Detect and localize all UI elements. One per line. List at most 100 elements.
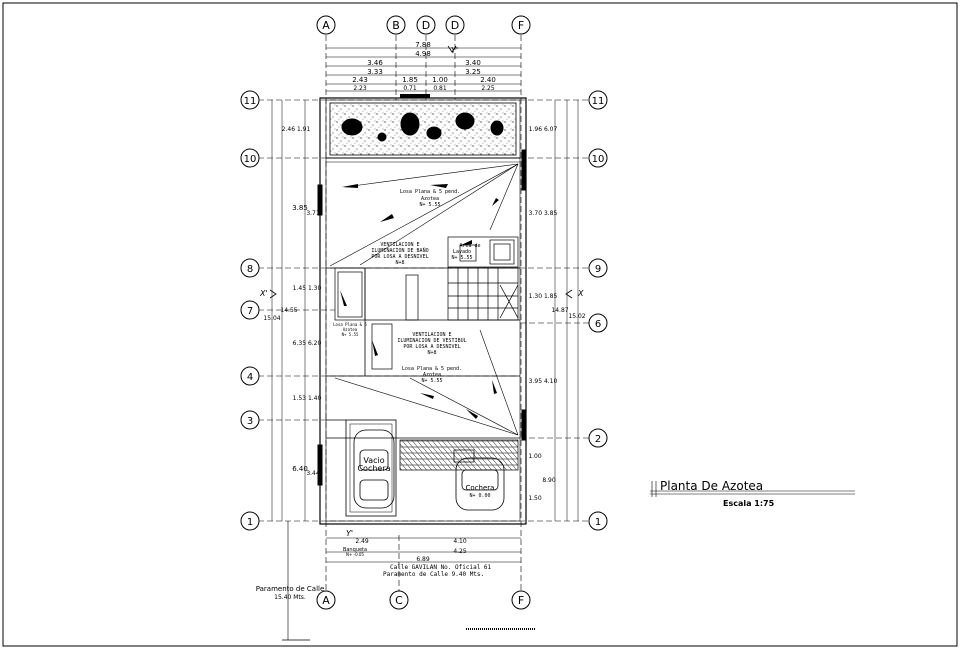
dim-text: 14.55 — [280, 307, 297, 314]
grid-label: 1 — [247, 517, 253, 528]
grid-label: C — [395, 594, 403, 607]
car-icon — [353, 429, 395, 509]
room-label: Losa Plana & 5 pend. — [400, 189, 460, 195]
room-label: Lavado — [453, 249, 471, 255]
room-label: N+8 — [395, 260, 404, 266]
grid-bubble-10-left — [240, 148, 260, 168]
grid-bubble-11-left — [240, 90, 260, 110]
downspout — [521, 149, 527, 191]
drawing-scale: Escala 1:75 — [723, 499, 775, 508]
street-label: Paramento de Calle 9.40 Mts. — [383, 571, 484, 578]
grid-top: A B D D F — [316, 15, 531, 600]
grid-label: A — [322, 594, 330, 607]
dim-text: 15.02 — [568, 313, 585, 320]
dim-text: 4.98 — [415, 50, 431, 58]
grid-bubble-1-right — [588, 511, 608, 531]
top-dimensions: 7.88 4.98 3.46 3.33 3.40 3.25 2.43 2.23 … — [326, 41, 521, 92]
room-label: Losa Plana & 5 pend. — [402, 366, 462, 372]
room-label: Azotea — [343, 327, 358, 332]
dim-text: 3.71 — [306, 210, 320, 217]
grid-bubble-D1-top — [416, 15, 436, 35]
grid-label: 8 — [247, 264, 253, 275]
dim-text: 0.71 — [403, 85, 417, 92]
room-label: VENTILACION E — [412, 332, 451, 338]
dim-text: 2.46 1.91 — [282, 126, 311, 133]
grid-bubble-B-top — [386, 15, 406, 35]
grid-bubble-7-left — [240, 300, 260, 320]
dim-text: 3.95 4.10 — [529, 378, 558, 385]
grid-bubble-6-right — [588, 313, 608, 333]
grid-bubble-D2-top — [445, 15, 465, 35]
grid-label: 9 — [595, 264, 601, 275]
grid-bubble-3-left — [240, 410, 260, 430]
room-label: Azotea — [421, 196, 439, 202]
room-label: N+ 0.00 — [469, 493, 490, 499]
grid-label: D — [422, 19, 430, 32]
downspout — [317, 184, 323, 216]
grid-bubble-11-right — [588, 90, 608, 110]
dim-text: 3.25 — [465, 68, 481, 76]
dim-text: 3.33 — [367, 68, 383, 76]
grid-label: F — [518, 594, 524, 607]
axis-mark-y-top: Y' — [451, 46, 458, 55]
dim-text: 6.35 6.20 — [293, 340, 322, 347]
grid-right: 11 10 9 6 2 1 — [588, 90, 608, 531]
dim-text: 1.50 — [528, 495, 542, 502]
dim-text: 1.96 6.07 — [529, 126, 558, 133]
car-icon — [455, 457, 505, 511]
grid-label: D — [451, 19, 459, 32]
room-label: N+ 5.55 — [419, 202, 440, 208]
grid-bottom: A C F — [316, 535, 531, 610]
axis-mark-x-right: X — [577, 289, 584, 298]
stair-block — [334, 267, 519, 321]
room-label: Azotea — [423, 372, 441, 378]
room-label: Area de — [459, 243, 480, 249]
room-label: Losa Plana & 5 — [333, 322, 367, 327]
slope-arrow-marks-lower — [340, 290, 497, 419]
room-label: Vacio — [363, 456, 384, 465]
street-label: Banqueta — [343, 547, 367, 553]
brick-strip — [399, 439, 519, 471]
dim-text: 14.87 — [551, 307, 568, 314]
title-block: Planta De Azotea Escala 1:75 — [650, 479, 855, 508]
grid-label: 11 — [592, 96, 605, 107]
street-label: N+ -0.05 — [346, 552, 364, 557]
slope-lines-upper — [329, 163, 519, 267]
grid-label: 11 — [244, 96, 257, 107]
dim-text: 2.23 — [353, 85, 367, 92]
room-label: Cochera — [357, 464, 390, 473]
room-label: POR LOSA A DESNIVEL — [403, 344, 460, 350]
dim-text: 2.43 — [352, 76, 368, 84]
grid-label: 1 — [595, 517, 601, 528]
downspout — [521, 409, 527, 441]
room-label: Cochera — [466, 484, 495, 492]
grid-bubble-8-left — [240, 258, 260, 278]
grid-bubble-10-right — [588, 148, 608, 168]
axis-mark-y-bottom: Y' — [346, 529, 353, 538]
dim-text: 4.10 — [453, 538, 467, 545]
drawing-title: Planta De Azotea — [660, 479, 763, 493]
grid-bubble-C-bottom — [389, 590, 409, 610]
room-label: VENTILACION E — [380, 242, 419, 248]
grid-bubble-F-top — [511, 15, 531, 35]
grid-bubble-2-right — [588, 428, 608, 448]
dim-text: 3.85 — [292, 204, 308, 212]
axis-mark-x-left: X' — [259, 289, 268, 298]
room-label: N+ 5.55 — [421, 378, 442, 384]
street-label: Paramento de Calle — [256, 585, 325, 593]
dim-text: 1.00 — [432, 76, 448, 84]
room-label: N+ 5.55 — [451, 255, 472, 261]
dim-text: 15.04 — [263, 315, 280, 322]
grid-bubble-9-right — [588, 258, 608, 278]
dim-text: 0.81 — [433, 85, 447, 92]
garage-void — [345, 419, 397, 517]
room-label: N+ 5.55 — [342, 332, 359, 337]
dim-text: 1.45 1.30 — [293, 285, 322, 292]
bottom-dimensions: 2.49 4.10 6.89 4.25 Y' Banqueta N+ -0.05… — [256, 521, 536, 641]
grid-label: A — [322, 19, 330, 32]
grid-bubble-4-left — [240, 366, 260, 386]
grid-label: F — [518, 19, 524, 32]
grid-label: B — [392, 19, 400, 32]
